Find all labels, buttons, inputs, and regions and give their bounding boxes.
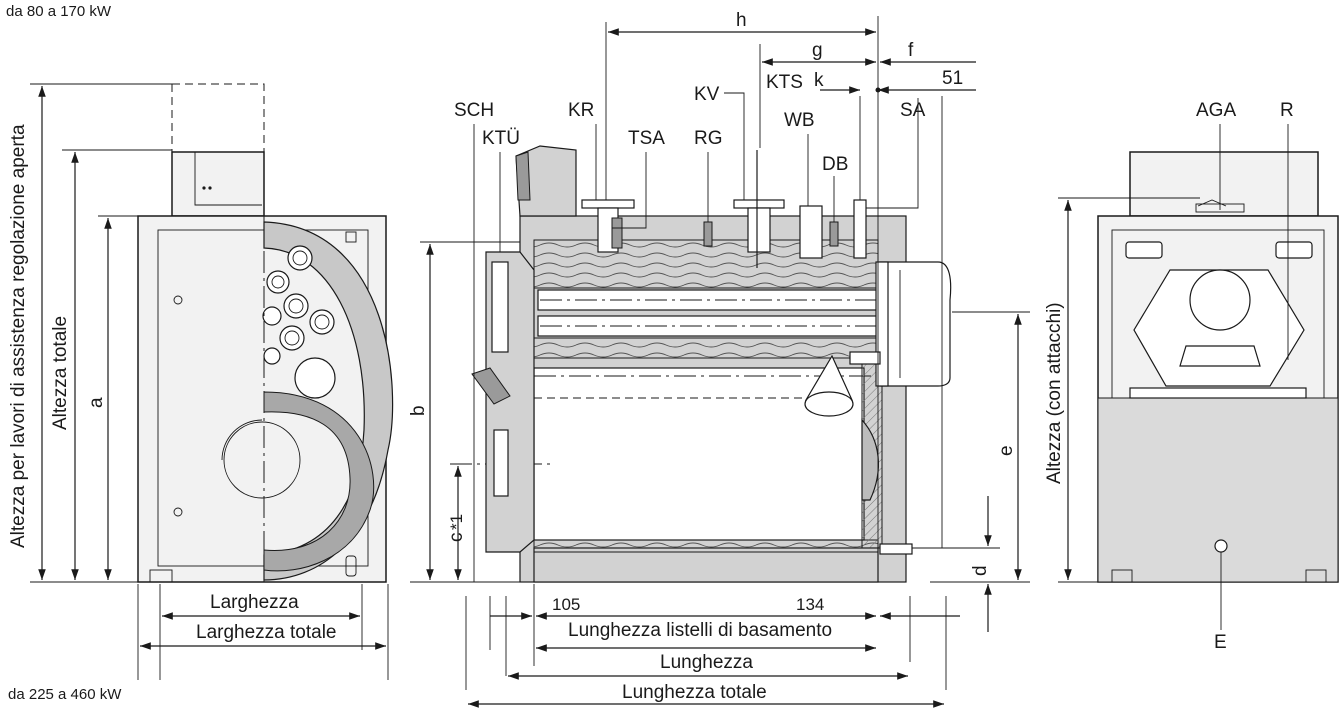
label-DB: DB xyxy=(822,154,848,175)
dim-f: f xyxy=(908,40,914,61)
label-TSA: TSA xyxy=(628,128,665,149)
label-base-strip-length: Lunghezza listelli di basamento xyxy=(568,620,832,641)
flue-tube-openings xyxy=(262,245,335,365)
viewing-port xyxy=(294,357,336,399)
dim-134: 134 xyxy=(796,595,824,614)
dim-b: b xyxy=(408,405,429,416)
dim-d: d xyxy=(970,565,991,576)
insulation-bottom xyxy=(533,539,879,553)
label-SCH: SCH xyxy=(454,100,494,121)
label-SA: SA xyxy=(900,100,926,121)
rear-control-box xyxy=(1129,151,1319,217)
door-control-unit xyxy=(515,145,577,217)
label-E: E xyxy=(1214,632,1227,653)
drain-connection xyxy=(1214,539,1228,553)
dim-h: h xyxy=(736,10,747,31)
label-total-length: Lunghezza totale xyxy=(622,682,767,703)
base-strip xyxy=(533,547,879,583)
dim-g: g xyxy=(812,40,823,61)
label-AGA: AGA xyxy=(1196,100,1236,121)
label-KV: KV xyxy=(694,84,720,105)
label-length: Lunghezza xyxy=(660,652,753,673)
flue-outlet xyxy=(879,261,952,387)
flue-gas-outlet xyxy=(1189,269,1251,331)
control-box xyxy=(171,151,265,217)
label-total-width: Larghezza totale xyxy=(196,622,337,643)
top-fittings xyxy=(581,98,919,268)
label-KTU: KTÜ xyxy=(482,128,520,149)
dim-k: k xyxy=(814,70,824,91)
caption-bottom: da 225 a 460 kW xyxy=(8,686,122,703)
label-width: Larghezza xyxy=(210,592,299,613)
insulation-top xyxy=(533,239,879,289)
label-service-height: Altezza per lavori di assistenza regolaz… xyxy=(8,124,29,548)
section-view: SCH KTÜ KR TSA RG KV KTS WB DB SA h g f … xyxy=(408,10,1030,708)
label-KTS: KTS xyxy=(766,72,803,93)
label-R: R xyxy=(1280,100,1294,121)
rear-lower-panel xyxy=(1097,397,1339,583)
dim-51: 51 xyxy=(942,68,963,89)
dim-a: a xyxy=(86,397,107,408)
label-total-height: Altezza totale xyxy=(50,316,71,430)
label-KR: KR xyxy=(568,100,594,121)
control-box-open-outline xyxy=(171,83,265,153)
dim-105: 105 xyxy=(552,595,580,614)
rear-view: AGA R E Altezza (con attacchi) xyxy=(1044,100,1339,653)
label-height-with-connections: Altezza (con attacchi) xyxy=(1044,302,1065,484)
insulation-mid xyxy=(533,337,879,359)
label-RG: RG xyxy=(694,128,723,149)
caption-top: da 80 a 170 kW xyxy=(6,3,112,20)
side-view: Altezza per lavori di assistenza regolaz… xyxy=(8,83,394,680)
label-WB: WB xyxy=(784,110,815,131)
dim-c: c xyxy=(446,533,467,543)
dim-c-note: *1 xyxy=(447,514,466,530)
dim-e: e xyxy=(996,445,1017,456)
